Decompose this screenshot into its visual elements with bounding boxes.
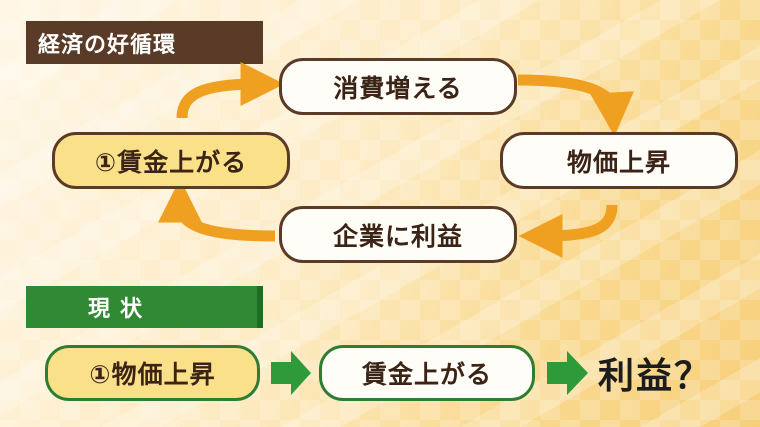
- arrow-consumption-to-prices: [517, 74, 634, 137]
- current-result: 利益？: [598, 356, 713, 397]
- arrow-step1-to-step2: [271, 351, 311, 395]
- cycle-title: 経済の好循環: [26, 21, 263, 64]
- arrow-wages-to-consumption: [176, 62, 285, 119]
- current-title: 現状: [26, 286, 263, 328]
- current-step2: 賃金上がる: [319, 345, 535, 401]
- current-step1: ①物価上昇: [45, 345, 260, 401]
- node-profits: 企業に利益: [279, 206, 517, 263]
- node-wages: ①賃金上がる: [52, 132, 290, 189]
- arrow-step2-to-result: [547, 351, 588, 395]
- node-prices: 物価上昇: [500, 132, 738, 189]
- node-consumption: 消費増える: [279, 58, 517, 115]
- arrow-prices-to-profits: [518, 204, 618, 258]
- arrow-profits-to-wages: [158, 178, 276, 242]
